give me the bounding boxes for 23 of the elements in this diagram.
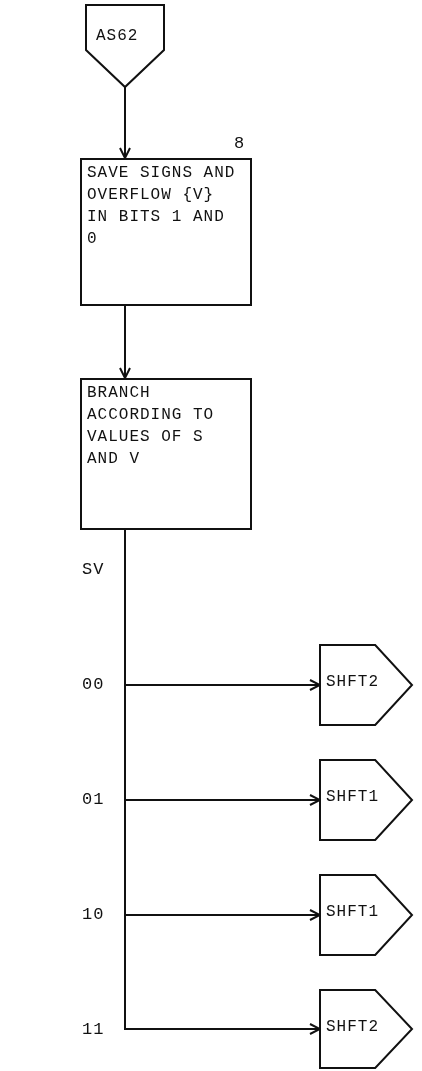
connector-label: SHFT1 <box>325 902 380 923</box>
box-text: SAVE SIGNS AND OVERFLOW {V} IN BITS 1 AND 0 <box>87 163 237 250</box>
branch-value-label: 11 <box>82 1020 105 1039</box>
branch-value-label: 01 <box>82 790 105 809</box>
arrow <box>124 529 321 1035</box>
offpage-connector <box>320 645 412 725</box>
branch-value-label: 10 <box>82 905 105 924</box>
connector-label: AS62 <box>95 26 140 47</box>
step-number: 8 <box>234 134 246 153</box>
connector-label: SHFT2 <box>325 672 380 693</box>
offpage-connector <box>320 760 412 840</box>
offpage-connector <box>320 990 412 1068</box>
branch-value-label: 00 <box>82 675 105 694</box>
connector-label: SHFT2 <box>325 1017 380 1038</box>
arrow <box>119 305 131 379</box>
arrow <box>119 86 131 159</box>
offpage-connector <box>320 875 412 955</box>
connector-label: SHFT1 <box>325 787 380 808</box>
box-text: BRANCH ACCORDING TO VALUES OF S AND V <box>87 383 216 470</box>
entry-connector <box>86 5 164 87</box>
branch-value-label: SV <box>82 560 105 579</box>
process-box <box>80 158 252 306</box>
process-box <box>80 378 252 530</box>
